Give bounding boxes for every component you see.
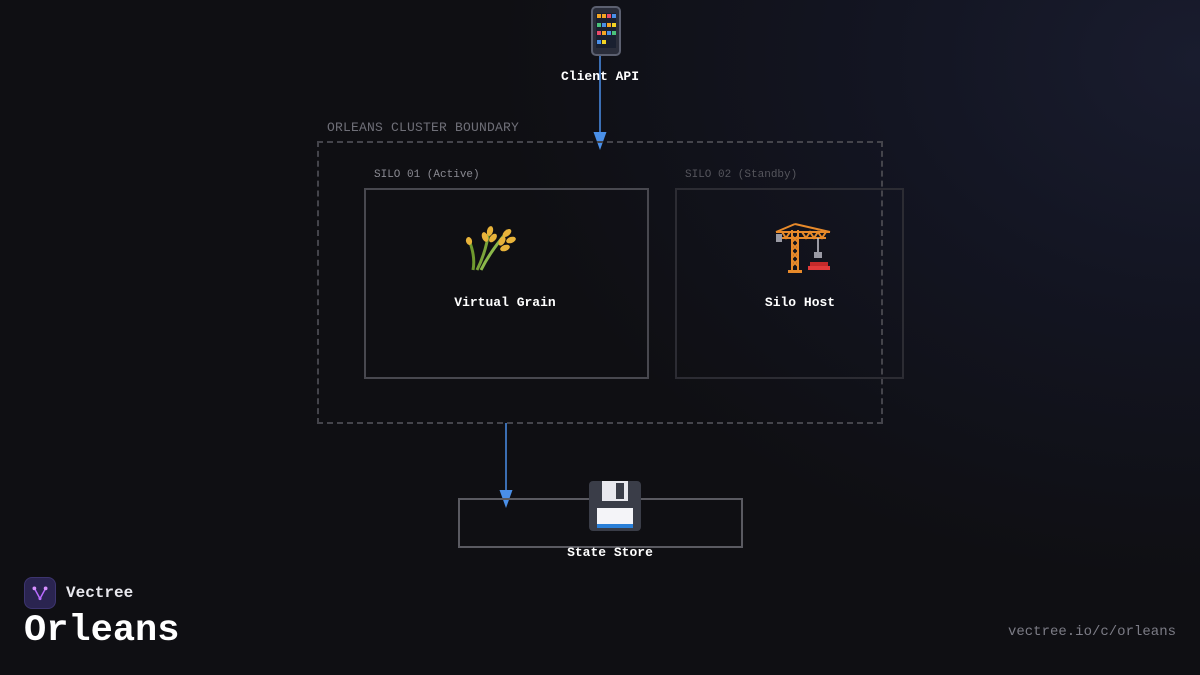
client-api-label: Client API bbox=[560, 69, 639, 84]
silo-host-label: Silo Host bbox=[764, 295, 836, 310]
cluster-boundary-label: ORLEANS CLUSTER BOUNDARY bbox=[327, 120, 520, 135]
page-title: Orleans bbox=[24, 610, 180, 652]
vectree-logo-icon bbox=[24, 577, 56, 609]
building-construction-crane-icon bbox=[775, 223, 831, 273]
silo-01-label: SILO 01 (Active) bbox=[374, 169, 480, 181]
brand-name: Vectree bbox=[66, 584, 134, 602]
silo-01-box bbox=[364, 188, 649, 379]
state-store-label: State Store bbox=[567, 545, 653, 560]
cluster-boundary bbox=[317, 141, 883, 424]
silo-02-box bbox=[675, 188, 904, 379]
sheaf-of-rice-icon bbox=[465, 226, 516, 271]
source-url: vectree.io/c/orleans bbox=[1007, 624, 1176, 640]
floppy-disk-icon bbox=[589, 481, 641, 531]
virtual-grain-label: Virtual Grain bbox=[454, 295, 556, 310]
silo-02-label: SILO 02 (Standby) bbox=[685, 169, 798, 181]
mobile-phone-icon bbox=[591, 6, 621, 56]
